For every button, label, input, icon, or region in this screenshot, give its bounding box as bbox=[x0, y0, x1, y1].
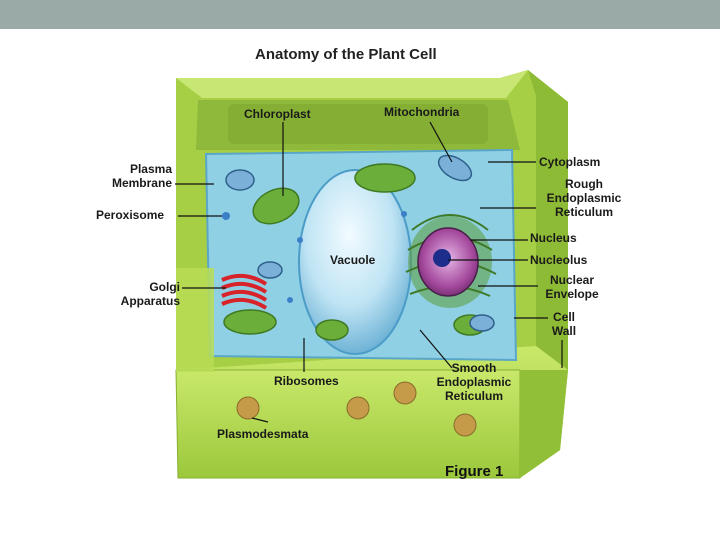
slide-header-bar bbox=[0, 0, 720, 29]
peroxisomes bbox=[222, 211, 407, 303]
cell-wall-left-block bbox=[176, 268, 214, 372]
label-nucleus: Nucleus bbox=[530, 231, 577, 245]
label-plasmodesmata: Plasmodesmata bbox=[217, 427, 309, 441]
label-smooth-er-1: Smooth bbox=[451, 361, 497, 375]
label-golgi-1: Golgi bbox=[149, 280, 180, 294]
label-plasma-membrane-1: Plasma bbox=[129, 162, 172, 176]
label-nuclear-envelope-2: Envelope bbox=[545, 287, 599, 301]
label-cell-wall-1: Cell bbox=[552, 310, 575, 324]
label-smooth-er-2: Endoplasmic bbox=[436, 375, 512, 389]
label-nucleolus: Nucleolus bbox=[530, 253, 588, 267]
chloroplast-group bbox=[223, 163, 487, 341]
label-golgi-2: Apparatus bbox=[120, 294, 180, 308]
label-vacuole: Vacuole bbox=[330, 253, 376, 267]
figure-caption: Figure 1 bbox=[445, 463, 504, 480]
label-cell-wall-2: Wall bbox=[551, 324, 577, 338]
label-cytoplasm: Cytoplasm bbox=[539, 155, 601, 169]
mitochondria-group bbox=[225, 154, 495, 332]
label-plasma-membrane-2: Membrane bbox=[111, 176, 172, 190]
label-mitochondria: Mitochondria bbox=[384, 105, 460, 119]
leader-lines bbox=[175, 121, 563, 423]
label-rough-er-1: Rough bbox=[565, 177, 603, 191]
label-chloroplast: Chloroplast bbox=[244, 107, 311, 121]
plasmodesmata-group bbox=[236, 381, 477, 437]
golgi-apparatus bbox=[221, 273, 268, 310]
diagram-title: Anatomy of the Plant Cell bbox=[255, 46, 437, 63]
label-ribosomes: Ribosomes bbox=[274, 374, 339, 388]
label-rough-er-3: Reticulum bbox=[554, 205, 613, 219]
label-smooth-er-3: Reticulum bbox=[444, 389, 503, 403]
label-nuclear-envelope-1: Nuclear bbox=[549, 273, 595, 287]
label-rough-er-2: Endoplasmic bbox=[546, 191, 622, 205]
nucleus bbox=[405, 214, 497, 308]
label-peroxisome: Peroxisome bbox=[96, 208, 165, 222]
